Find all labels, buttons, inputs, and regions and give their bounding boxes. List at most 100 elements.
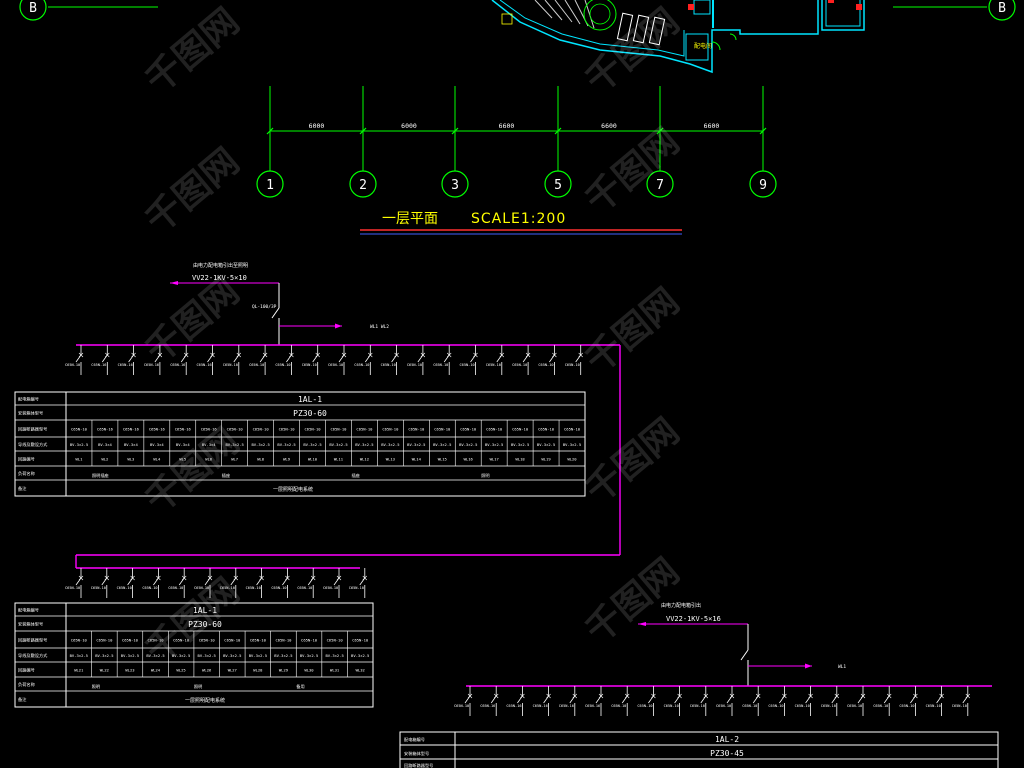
table-cell: BV-3×2.5 — [537, 442, 555, 447]
axis-number: 1 — [266, 178, 274, 193]
branch-label: C65N-10 — [328, 363, 343, 367]
branch-label: C65N-10 — [275, 363, 290, 367]
table-cell: WL32 — [356, 668, 365, 673]
main-breaker — [271, 307, 280, 319]
branch-label: C65N-10 — [538, 363, 553, 367]
floor-plan: B B — [19, 0, 1016, 235]
axis-bubble-b-right: B — [893, 0, 1016, 21]
dimension-text: 6000 — [309, 122, 325, 130]
svg-text:WL1: WL1 — [838, 664, 846, 670]
table-note: 一层照明配电系统 — [185, 697, 225, 704]
table-cell: WL14 — [412, 457, 422, 462]
branch-circuit: C65N-16 — [533, 686, 551, 716]
branch-label: C65N-16 — [91, 363, 106, 367]
branch-circuit: C65N-10 — [271, 568, 290, 598]
branch-label: C65N-10 — [249, 363, 264, 367]
table-cell: BV-3×2.5 — [70, 653, 88, 658]
table-cell: C65N-10 — [352, 638, 369, 643]
branch-label: C65N-10 — [454, 704, 469, 708]
branch-label: C65N-10 — [381, 363, 396, 367]
table-cell: C65N-10 — [460, 427, 477, 432]
branch-circuit: C65N-10 — [611, 686, 630, 716]
row-label: 安装箱体型号 — [18, 621, 43, 628]
branch-circuit: C65N-10 — [433, 345, 452, 375]
axis-bubble — [256, 170, 284, 198]
branch-circuit: C65N-16 — [91, 345, 110, 375]
branch-circuit: C65N-10 — [302, 345, 320, 375]
branch-circuit: C65N-10 — [220, 568, 239, 598]
branch-label: C65N-16 — [480, 704, 495, 708]
row-label: 负荷名称 — [18, 470, 35, 477]
dimension-tick — [554, 127, 562, 135]
table-cell: BV-3×2.5 — [433, 442, 451, 447]
box-model: PZ30-60 — [188, 620, 222, 629]
axis-number: 2 — [359, 178, 367, 193]
table-cell: C65N-10 — [486, 427, 503, 432]
branch-circuit: C65N-16 — [197, 345, 215, 375]
branch-circuit: C65N-10 — [354, 345, 373, 375]
cable-label: VV22-1KV-5×10 — [192, 274, 247, 282]
table-cell: C65N-10 — [279, 427, 296, 432]
table-cell: WL30 — [304, 668, 314, 673]
source-title: 由电力配电箱引出 — [661, 602, 701, 609]
dimension-text: 6600 — [601, 122, 617, 130]
table-cell: C65N-10 — [434, 427, 451, 432]
branch-circuit: C65N-16 — [585, 686, 604, 716]
branch-label: C65N-10 — [354, 363, 369, 367]
table-cell: WL7 — [231, 457, 238, 462]
branch-label: C65N-10 — [65, 586, 80, 590]
table-cell: BV-3×2.5 — [70, 442, 88, 447]
branch-label: C65N-10 — [637, 704, 652, 708]
table-cell: BV-3×4 — [150, 442, 164, 447]
box-model: PZ30-45 — [710, 749, 744, 758]
dimension-tick — [656, 127, 664, 135]
red-marker — [856, 4, 862, 10]
branch-label: C65N-16 — [585, 704, 600, 708]
table-cell: C65N-10 — [564, 427, 581, 432]
axis-bubble-b-left: B — [19, 0, 158, 21]
branch-label: C65N-10 — [690, 704, 705, 708]
table-cell: BV-3×2.5 — [381, 442, 399, 447]
branch-label: C65N-16 — [170, 363, 185, 367]
branch-label: C65N-10 — [246, 586, 261, 590]
table-cell: BV-3×2.5 — [172, 653, 190, 658]
row-label: 配电箱编号 — [18, 396, 39, 403]
row-label: 回路断路器型号 — [18, 426, 47, 433]
branch-label: C65N-10 — [297, 586, 312, 590]
dimension-tick — [451, 127, 459, 135]
axis-bubble — [441, 170, 469, 198]
branch-circuit: C65N-16 — [144, 345, 163, 375]
table-cell: BV-3×2.5 — [198, 653, 216, 658]
table-cell: C65N-10 — [305, 427, 322, 432]
branch-label: C65N-16 — [506, 704, 521, 708]
table-cell: WL24 — [151, 668, 161, 673]
table-cell: BV-3×4 — [202, 442, 216, 447]
table-cell: C65N-10 — [224, 638, 241, 643]
branch-circuit: C65N-10 — [873, 686, 892, 716]
table-cell: WL12 — [360, 457, 369, 462]
table-cell: C65N-16 — [123, 427, 140, 432]
circuit-table-2: 1AL-1 PZ30-60 配电箱编号安装箱体型号回路断路器型号导线及敷设方式回… — [14, 602, 374, 708]
branch-label: C65N-10 — [91, 586, 106, 590]
table-cell: BV-3×2.5 — [511, 442, 529, 447]
branch-circuit: C65N-10 — [65, 568, 84, 598]
branch-circuit: C65N-10 — [742, 686, 761, 716]
load-label: 照明 — [194, 684, 202, 690]
branch-circuit: C65N-10 — [454, 686, 473, 716]
table-cell: WL20 — [567, 457, 577, 462]
branch-label: C65N-10 — [611, 704, 626, 708]
table-cell: C65N-10 — [227, 427, 244, 432]
red-marker — [688, 4, 694, 10]
branch-circuit: C65N-10 — [926, 686, 944, 716]
branch-label: C65N-10 — [407, 363, 422, 367]
branch-circuit: C65N-10 — [246, 568, 264, 598]
table-cell: WL4 — [153, 457, 161, 462]
branch-label: C65N-10 — [565, 363, 580, 367]
table-cell: C65N-10 — [250, 638, 267, 643]
branch-circuit: C65N-10 — [407, 345, 426, 375]
branch-circuit: C65N-10 — [716, 686, 735, 716]
branch-circuit: C65N-10 — [899, 686, 918, 716]
